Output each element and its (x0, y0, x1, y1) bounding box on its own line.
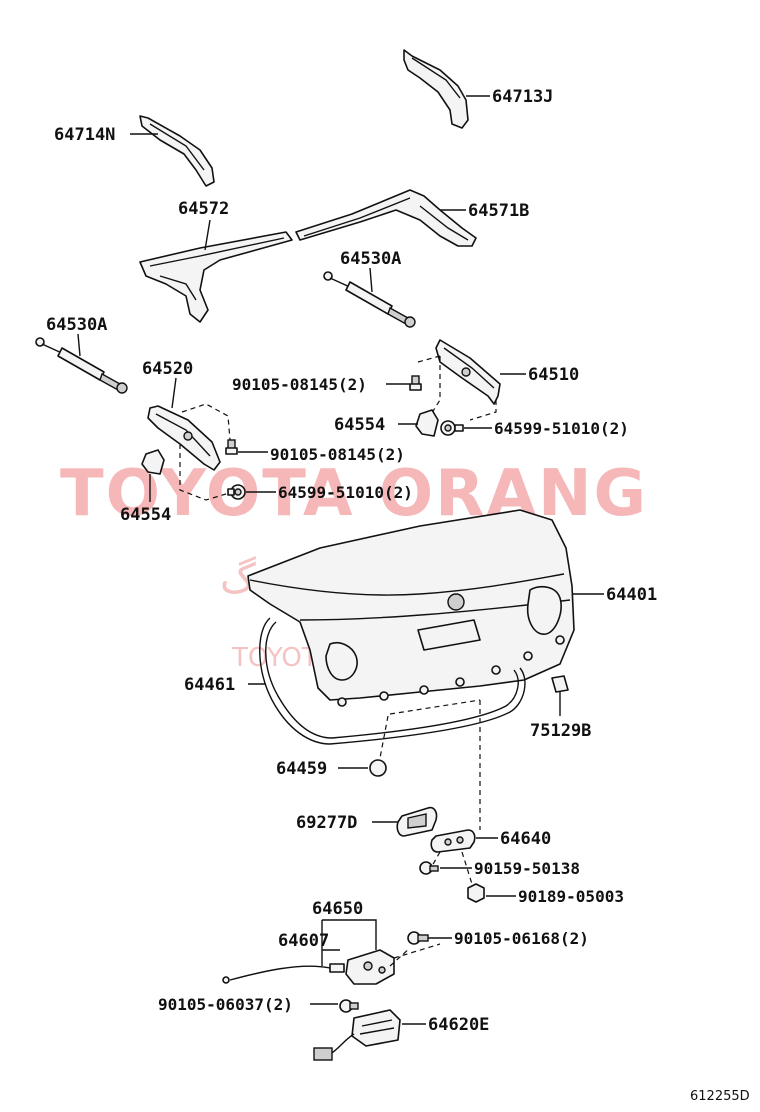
label-64510: 64510 (528, 365, 579, 385)
label-64554-left: 64554 (120, 505, 171, 525)
label-64640: 64640 (500, 829, 551, 849)
part-69277D-shape (396, 806, 438, 837)
nut-90189-05003 (467, 883, 485, 903)
label-90105-06037: 90105-06037(2) (158, 995, 293, 1014)
label-64607: 64607 (278, 931, 329, 951)
dash-lid-guides (379, 699, 481, 830)
part-64530A-right-shape (323, 271, 416, 328)
label-90105-08145-right: 90105-08145(2) (232, 375, 367, 394)
clip-64599-51010-right (440, 420, 464, 436)
diagram-code: 612255D (690, 1089, 750, 1104)
label-75129B: 75129B (530, 721, 591, 741)
label-64572: 64572 (178, 199, 229, 219)
screw-90159-50138 (419, 861, 439, 875)
label-69277D: 69277D (296, 813, 357, 833)
dash-64510 (417, 355, 497, 421)
leader-64520 (171, 377, 177, 409)
label-64554-right: 64554 (334, 415, 385, 435)
part-64713J-shape (403, 49, 469, 129)
clip-64599-51010-left (227, 484, 246, 500)
label-64599-51010-right: 64599-51010(2) (494, 419, 629, 438)
part-64640-shape (430, 829, 476, 853)
part-64510-shape (435, 339, 501, 405)
label-64599-51010-left: 64599-51010(2) (278, 483, 413, 502)
label-90159-50138: 90159-50138 (474, 859, 580, 878)
label-64714N: 64714N (54, 125, 115, 145)
part-64459-shape (369, 759, 387, 777)
bolt-90105-08145-left (225, 439, 238, 455)
label-64571B: 64571B (468, 201, 529, 221)
bolt-90105-06168 (407, 931, 429, 945)
part-64530A-left-shape (35, 337, 128, 394)
bolt-90105-06037 (339, 999, 359, 1013)
leader-64530A-right (369, 267, 373, 293)
label-64530A-left: 64530A (46, 315, 107, 335)
part-64571B-shape (295, 189, 477, 247)
leader-64572 (204, 219, 211, 251)
part-64607-cable (222, 963, 345, 984)
label-64713J: 64713J (492, 87, 553, 107)
label-90105-06168: 90105-06168(2) (454, 929, 589, 948)
part-64461-weatherstrip (259, 617, 526, 745)
label-64650: 64650 (312, 899, 363, 919)
label-90189-05003: 90189-05003 (518, 887, 624, 906)
part-64554-right-shape (415, 409, 439, 437)
leader-64650 (321, 919, 377, 966)
dash-64520 (179, 403, 231, 501)
label-64461: 64461 (184, 675, 235, 695)
bolt-90105-08145-right (409, 375, 422, 391)
label-64401: 64401 (606, 585, 657, 605)
part-64572-shape (139, 231, 293, 323)
part-75129B-shape (551, 675, 569, 693)
label-64459: 64459 (276, 759, 327, 779)
part-64620E-actuator (313, 1009, 401, 1061)
label-64620E: 64620E (428, 1015, 489, 1035)
part-64461-weatherstrip-inner (265, 621, 519, 739)
part-64520-shape (147, 405, 221, 471)
part-64554-left-shape (141, 449, 165, 475)
leader-64530A-left (77, 333, 81, 357)
dash-64640 (431, 851, 473, 885)
part-64650-lock-assembly (345, 949, 395, 985)
dash-lock (389, 943, 441, 967)
label-64530A-right: 64530A (340, 249, 401, 269)
part-64401-trunk-lid (247, 509, 575, 707)
part-64714N-shape (139, 115, 215, 187)
label-90105-08145-left: 90105-08145(2) (270, 445, 405, 464)
label-64520: 64520 (142, 359, 193, 379)
